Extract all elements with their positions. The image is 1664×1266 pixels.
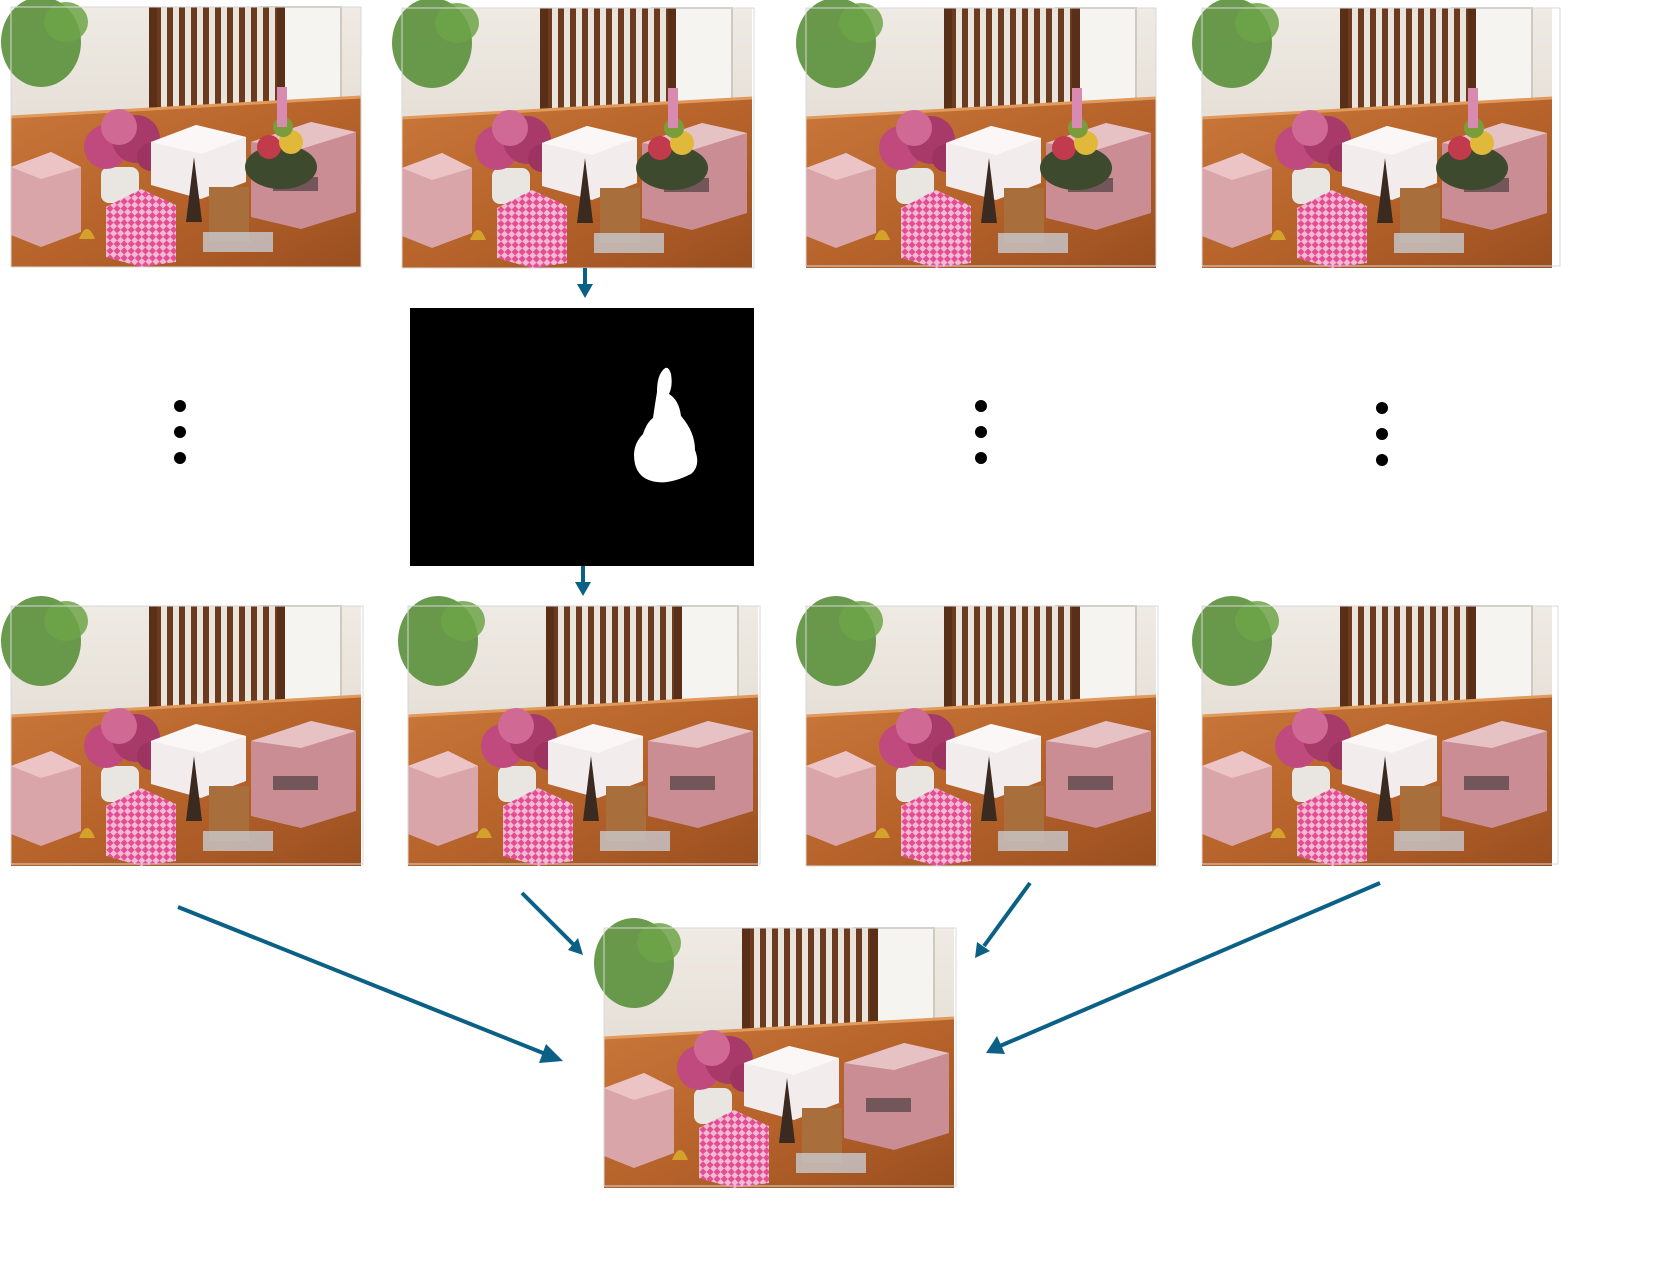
fused-output-frame (592, 916, 957, 1190)
input-frame-4 (1190, 0, 1561, 270)
arrow-frame-to-mask (577, 268, 593, 298)
arrow-inpainted-1-to-output (177, 905, 563, 1063)
input-frame-3 (794, 0, 1158, 270)
inpainted-frame-2 (396, 594, 761, 868)
inpainted-frame-1 (0, 594, 364, 868)
figurine-silhouette-icon (634, 367, 698, 483)
object-mask (410, 308, 754, 566)
arrow-inpainted-2-to-output (520, 891, 583, 955)
ellipsis-column-1 (174, 400, 186, 464)
inpainted-frame-3 (794, 594, 1159, 868)
ellipsis-column-3 (975, 400, 987, 464)
input-frame-1 (0, 0, 363, 269)
ellipsis-column-4 (1376, 402, 1388, 466)
arrow-inpainted-4-to-output (986, 881, 1381, 1054)
arrow-inpainted-3-to-output (975, 881, 1032, 958)
arrow-mask-to-inpainted (575, 566, 591, 596)
input-frame-2 (390, 0, 755, 270)
inpainted-frame-4 (1190, 594, 1559, 868)
